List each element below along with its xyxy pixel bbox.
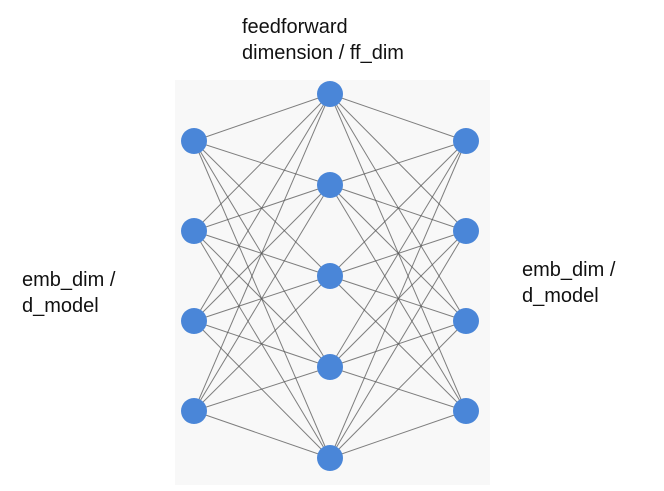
label-line: emb_dim / — [522, 259, 616, 281]
hidden-node — [317, 354, 343, 380]
input-embedding-label: emb_dim / d_model — [22, 267, 115, 319]
connection-line — [193, 184, 331, 412]
connection-line — [193, 366, 331, 412]
label-line: d_model — [522, 285, 599, 307]
output-embedding-label: emb_dim / d_model — [522, 257, 615, 309]
hidden-node — [317, 445, 343, 471]
connection-line — [193, 93, 331, 232]
output-node — [453, 308, 479, 334]
connection-line — [329, 410, 467, 459]
label-line: feedforward — [242, 16, 348, 38]
input-node — [181, 308, 207, 334]
feedforward-dimension-label: feedforward dimension / ff_dim — [242, 14, 404, 66]
label-line: d_model — [22, 295, 99, 317]
output-node — [453, 128, 479, 154]
connection-line — [193, 275, 331, 412]
connection-line — [329, 140, 467, 459]
connection-line — [329, 140, 467, 277]
input-node — [181, 128, 207, 154]
connection-line — [329, 320, 467, 459]
connection-line — [329, 93, 467, 142]
connection-line — [193, 410, 331, 459]
hidden-node — [317, 172, 343, 198]
connection-line — [329, 230, 467, 459]
connection-lines — [193, 93, 467, 459]
connection-line — [193, 93, 331, 142]
hidden-node — [317, 81, 343, 107]
hidden-node — [317, 263, 343, 289]
connection-line — [193, 93, 331, 322]
connection-line — [329, 140, 467, 368]
input-node — [181, 398, 207, 424]
input-node — [181, 218, 207, 244]
connection-line — [329, 140, 467, 186]
label-line: dimension / ff_dim — [242, 42, 404, 64]
connection-line — [193, 93, 331, 412]
label-line: emb_dim / — [22, 269, 116, 291]
neuron-nodes — [181, 81, 479, 471]
output-node — [453, 218, 479, 244]
output-node — [453, 398, 479, 424]
